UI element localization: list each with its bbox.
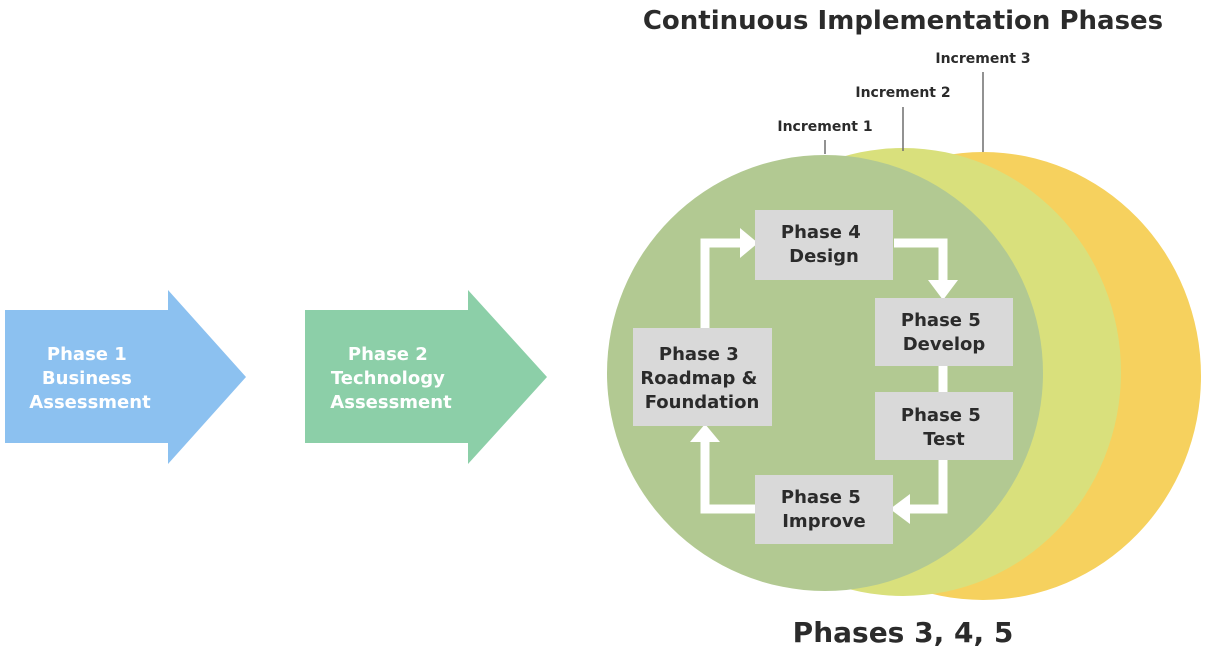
box-develop-label: Phase 5 Develop	[901, 310, 987, 355]
box-test: Phase 5 Test	[875, 392, 1013, 460]
box-roadmap: Phase 3 Roadmap & Foundation	[633, 328, 772, 426]
box-improve-rect	[755, 475, 893, 544]
connector-design-to-develop	[894, 238, 948, 282]
diagram-title: Continuous Implementation Phases	[643, 6, 1163, 36]
box-test-label: Phase 5 Test	[901, 405, 987, 450]
phase-1-label: Phase 1 Business Assessment	[29, 344, 151, 413]
increment-1-circle	[607, 155, 1043, 591]
phase-2-arrow	[305, 290, 547, 464]
arrowhead-into-roadmap	[690, 424, 720, 442]
box-design-rect	[755, 210, 893, 280]
box-test-rect	[875, 392, 1013, 460]
arrowhead-into-design	[740, 228, 758, 258]
box-improve: Phase 5 Improve	[755, 475, 893, 544]
box-roadmap-rect	[633, 328, 772, 426]
connector-improve-to-roadmap	[700, 442, 755, 514]
box-design: Phase 4 Design	[755, 210, 893, 280]
increment-1-label: Increment 1	[777, 119, 872, 135]
box-design-label: Phase 4 Design	[781, 222, 867, 267]
arrowhead-into-develop	[928, 280, 958, 300]
box-roadmap-label: Phase 3 Roadmap & Foundation	[640, 344, 763, 413]
phase-2-label: Phase 2 Technology Assessment	[330, 344, 452, 413]
box-improve-label: Phase 5 Improve	[781, 487, 867, 532]
box-develop: Phase 5 Develop	[875, 298, 1013, 366]
phase-1-arrow	[5, 290, 246, 464]
cycle-connectors	[700, 238, 948, 514]
connector-roadmap-to-design	[700, 238, 742, 328]
increment-3-label: Increment 3	[935, 51, 1030, 67]
cycle-arrowheads	[690, 228, 958, 524]
increment-2-label: Increment 2	[855, 85, 950, 101]
arrowhead-into-improve	[890, 494, 910, 524]
connector-test-to-improve	[908, 460, 948, 514]
box-develop-rect	[875, 298, 1013, 366]
phases-caption: Phases 3, 4, 5	[793, 616, 1014, 649]
